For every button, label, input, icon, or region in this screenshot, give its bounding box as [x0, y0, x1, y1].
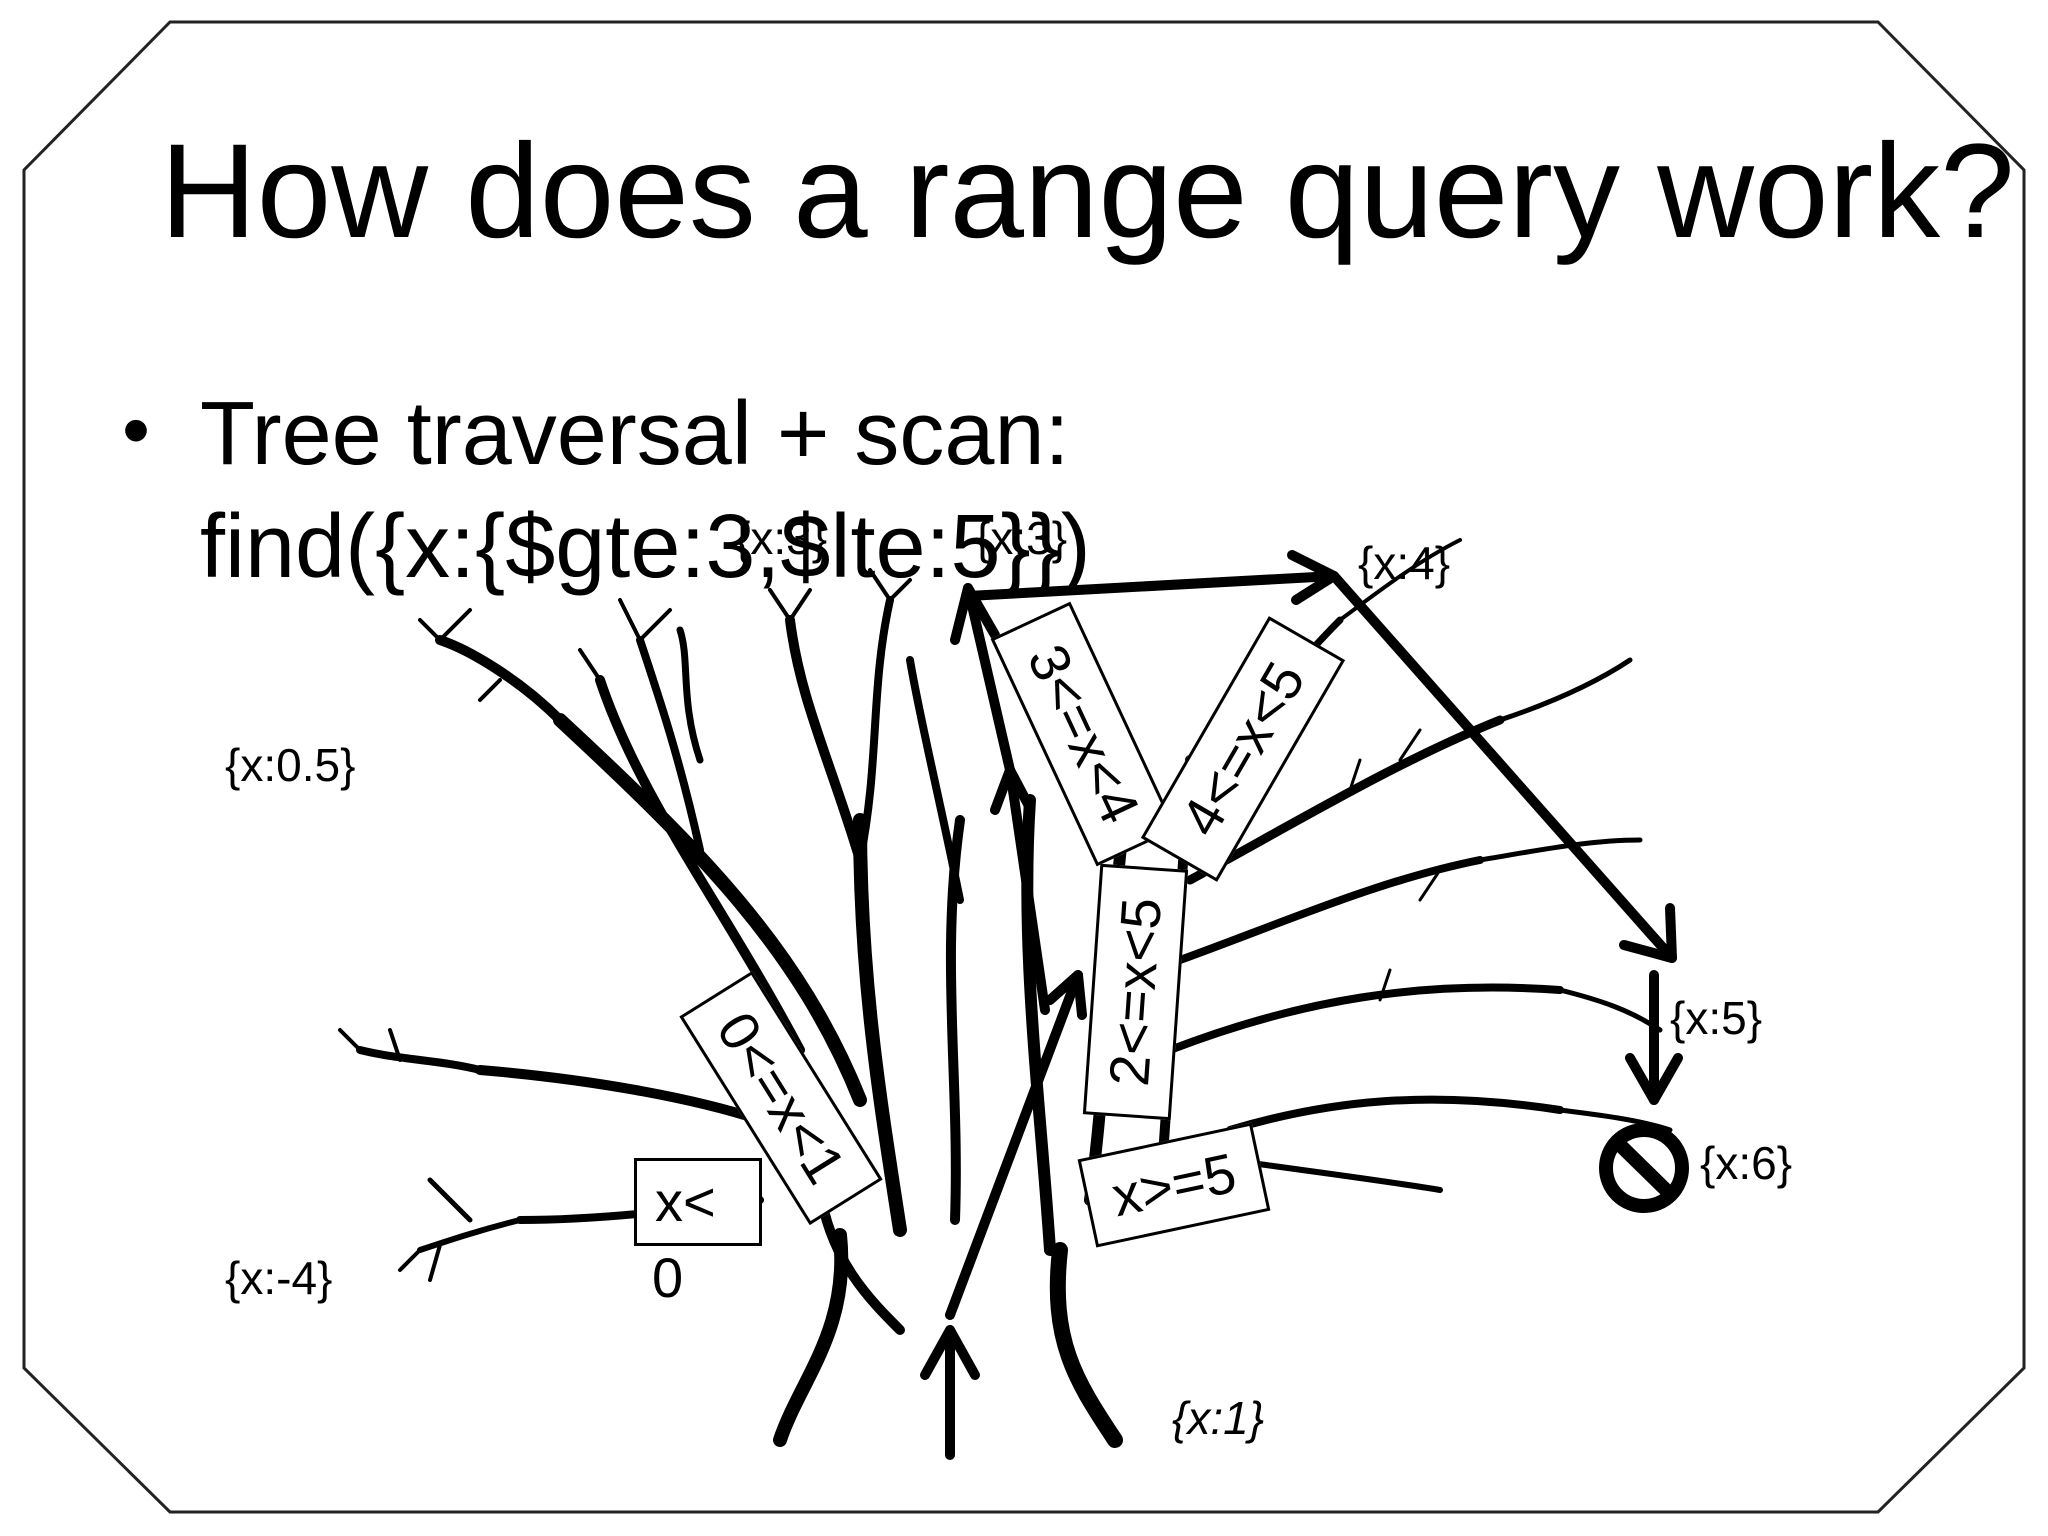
up-arrow-icon: [920, 1325, 980, 1460]
bullet-line-2: find({x:{$gte:3,$lte:5}}): [200, 496, 1091, 597]
path-arrow-icon: [945, 550, 1683, 1320]
bullet-line-1: Tree traversal + scan:: [200, 384, 1070, 484]
range-label-lt0-line2: 0: [652, 1246, 684, 1309]
node-xm4: {x:-4}: [225, 1252, 333, 1304]
range-label-lt0: x<: [634, 1158, 762, 1246]
node-x4: {x:4}: [1358, 537, 1451, 589]
bullet-text: Tree traversal + scan: find({x:{$gte:3,$…: [200, 378, 1091, 603]
bullet-dot: •: [122, 385, 151, 474]
node-x6: {x:6}: [1700, 1137, 1793, 1189]
node-x1: {x:1}: [1172, 1392, 1265, 1444]
node-x3b: {x:3}: [975, 512, 1068, 564]
no-entry-icon: [1599, 1123, 1689, 1213]
node-x3: {x:3}: [735, 512, 828, 564]
range-label-2-5: 2<=x<5: [1082, 863, 1189, 1121]
node-x05: {x:0.5}: [225, 739, 356, 791]
node-x5: {x:5}: [1670, 992, 1763, 1044]
slide-title: How does a range query work?: [160, 117, 2015, 266]
